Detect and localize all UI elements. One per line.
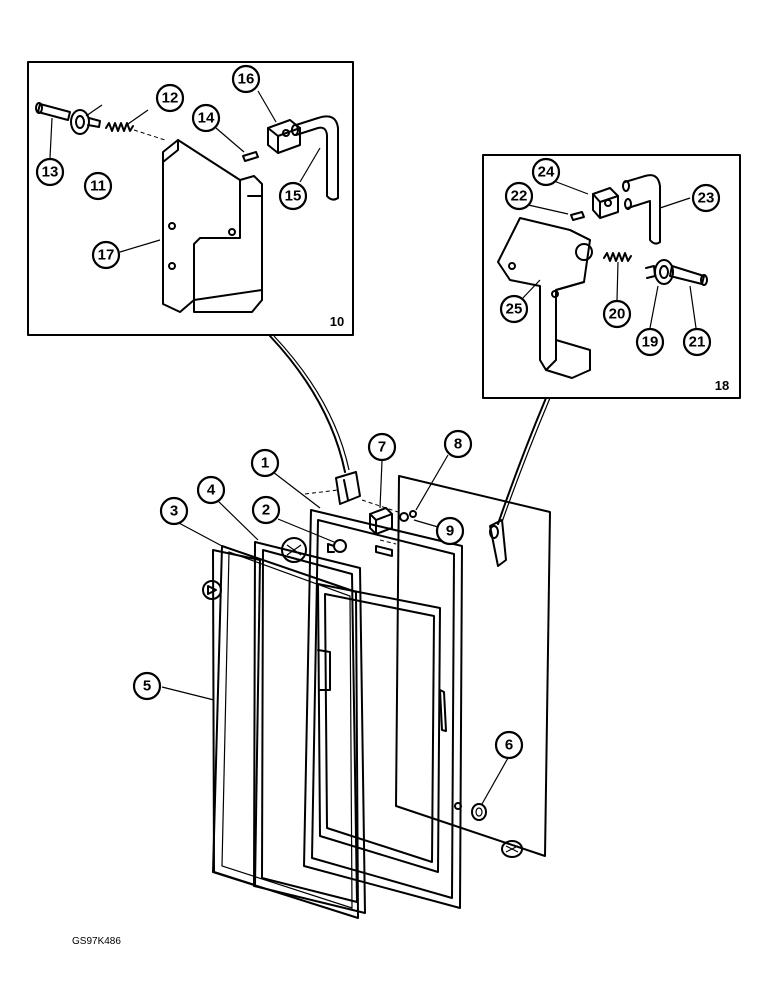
svg-text:2: 2: [262, 502, 270, 519]
svg-text:22: 22: [511, 188, 528, 205]
callout-22: 22: [504, 181, 534, 211]
rod-part-23: [622, 174, 661, 245]
svg-text:23: 23: [698, 190, 715, 207]
svg-text:8: 8: [454, 436, 462, 453]
door-back-panel: [395, 475, 551, 858]
knob-part-11: [70, 109, 101, 135]
detail-box-right: 18: [482, 154, 741, 399]
callout-5: 5: [132, 671, 162, 701]
svg-text:20: 20: [609, 306, 626, 323]
bracket-part-17: [162, 139, 263, 313]
hinge-left: [335, 471, 361, 505]
callout-6: 6: [494, 730, 524, 760]
svg-text:1: 1: [261, 455, 269, 472]
callout-2: 2: [251, 495, 281, 525]
svg-text:7: 7: [378, 439, 386, 456]
knob-part-19: [645, 259, 674, 285]
svg-text:13: 13: [42, 164, 59, 181]
callout-9: 9: [435, 516, 465, 546]
latch-part-7: [369, 507, 393, 535]
callout-23: 23: [691, 183, 721, 213]
callout-7: 7: [367, 432, 397, 462]
plunger-part-13: [35, 102, 71, 121]
callout-1: 1: [250, 448, 280, 478]
callout-4: 4: [196, 475, 226, 505]
callout-14: 14: [191, 103, 221, 133]
detail-box-left: 10: [27, 61, 354, 336]
callout-3: 3: [159, 496, 189, 526]
leader-curve-right: [497, 397, 547, 525]
rod-part-15: [291, 115, 339, 201]
callout-17: 17: [91, 240, 121, 270]
hinge-right: [489, 519, 507, 567]
detail-box-right-label: 18: [715, 378, 729, 393]
knob-part-6: [471, 803, 487, 821]
leader-curve-left: [269, 335, 346, 473]
callout-20: 20: [602, 299, 632, 329]
svg-text:16: 16: [238, 71, 255, 88]
callout-8: 8: [443, 429, 473, 459]
spring-part-20: [603, 252, 632, 262]
callout-15: 15: [278, 181, 308, 211]
block-part-24: [592, 187, 619, 219]
pin-part-22: [570, 211, 585, 221]
svg-text:17: 17: [98, 247, 115, 264]
glass-part-3: [202, 545, 359, 919]
callout-21: 21: [682, 327, 712, 357]
svg-text:25: 25: [506, 301, 523, 318]
svg-text:9: 9: [446, 523, 454, 540]
callout-16: 16: [231, 64, 261, 94]
svg-text:15: 15: [285, 188, 302, 205]
callout-19: 19: [635, 327, 665, 357]
screw-part-8: [399, 510, 417, 522]
svg-text:5: 5: [143, 678, 151, 695]
callout-leaders: [49, 90, 697, 805]
svg-text:19: 19: [642, 334, 659, 351]
plunger-part-21: [669, 265, 708, 286]
callout-24: 24: [531, 157, 561, 187]
svg-text:3: 3: [170, 503, 178, 520]
svg-text:4: 4: [207, 482, 216, 499]
svg-text:24: 24: [538, 164, 555, 181]
callout-25: 25: [499, 294, 529, 324]
pin-part-14: [242, 151, 259, 162]
callout-12: 12: [155, 83, 185, 113]
callout-13: 13: [35, 157, 65, 187]
spring-part-12: [105, 122, 134, 132]
door-part-5: [212, 549, 261, 886]
callout-11: 11: [83, 171, 113, 201]
svg-text:6: 6: [505, 737, 513, 754]
drawing-code: GS97K486: [72, 936, 121, 947]
svg-text:11: 11: [90, 178, 106, 195]
knob-part-2: [327, 539, 347, 553]
svg-text:21: 21: [689, 334, 706, 351]
detail-box-left-label: 10: [330, 314, 344, 329]
door-frame-part-1: [303, 509, 463, 909]
svg-text:12: 12: [162, 90, 179, 107]
svg-text:14: 14: [198, 110, 215, 127]
